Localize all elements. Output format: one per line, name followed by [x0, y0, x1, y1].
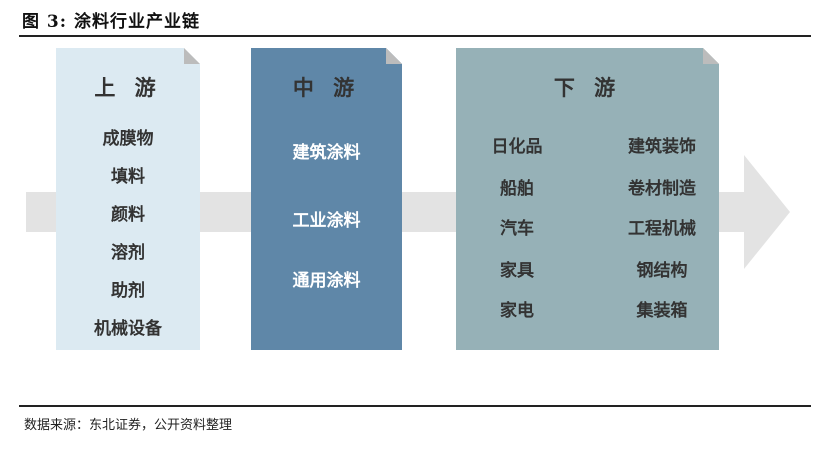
midstream-item: 工业涂料	[292, 211, 361, 231]
downstream-item-right: 卷材制造	[628, 179, 696, 199]
upstream-item: 颜料	[111, 205, 145, 225]
source-note: 数据来源：东北证券，公开资料整理	[24, 418, 233, 433]
upstream-item: 助剂	[111, 281, 145, 301]
midstream-title: 中 游	[292, 76, 361, 100]
upstream-item: 溶剂	[111, 243, 145, 263]
upstream-title: 上 游	[94, 76, 162, 100]
flow-arrow	[26, 155, 790, 269]
top-rule	[19, 35, 811, 37]
upstream-box	[56, 48, 200, 350]
downstream-item-right: 集装箱	[636, 301, 688, 321]
upstream-item: 机械设备	[94, 319, 162, 339]
figure-title: 图 3: 涂料行业产业链	[22, 12, 200, 32]
downstream-item-left: 汽车	[500, 219, 534, 239]
downstream-item-right: 建筑装饰	[628, 137, 696, 157]
midstream-box	[251, 48, 402, 350]
upstream-item: 填料	[111, 167, 145, 187]
downstream-box	[456, 48, 719, 350]
upstream-item: 成膜物	[102, 129, 154, 149]
midstream-box-fold	[386, 48, 402, 64]
downstream-item-right: 工程机械	[628, 219, 696, 239]
upstream-box-fold	[184, 48, 200, 64]
downstream-item-left: 日化品	[491, 137, 543, 157]
bottom-rule	[19, 405, 811, 407]
downstream-box-fold	[703, 48, 719, 64]
midstream-item: 建筑涂料	[292, 143, 361, 163]
downstream-title: 下 游	[553, 76, 622, 100]
midstream-item: 通用涂料	[292, 271, 361, 291]
downstream-item-right: 钢结构	[636, 261, 688, 281]
downstream-item-left: 家电	[500, 301, 534, 321]
downstream-item-left: 船舶	[500, 179, 534, 199]
downstream-item-left: 家具	[500, 261, 534, 281]
